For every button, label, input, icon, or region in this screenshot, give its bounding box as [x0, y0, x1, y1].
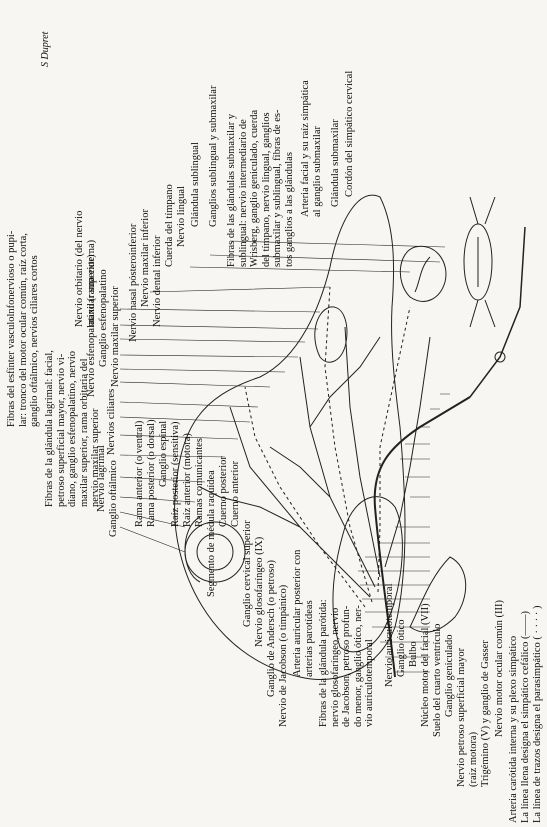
legend-solid: La línea llena designa el simpático cefá…: [520, 611, 532, 823]
label-raiz-anterior: Raíz anterior (motora): [182, 433, 194, 527]
label-rama-posterior: Rama posterior (o dorsal): [146, 419, 158, 527]
label-fibras-esfinter: Fibras del esfínter vasculolnfonervioso …: [6, 231, 41, 427]
label-nervio-lingual: Nervio lingual: [176, 186, 188, 247]
label-glandula-sublingual: Glándula sublingual: [190, 142, 202, 227]
label-ganglios-sublingual: Ganglios sublingual y submaxilar: [208, 86, 220, 227]
label-petroso-mayor: Nervio petroso superficial mayor (raíz m…: [456, 648, 479, 787]
legend-dashed: La línea de trazos designa el parasimpát…: [532, 606, 544, 824]
label-nervios-ciliares: Nervios ciliares: [106, 389, 118, 455]
label-ramas-comunicantes: Ramas comunicantes: [194, 438, 206, 527]
label-segmento-medula: Segmento de médula raquídea: [206, 470, 218, 597]
label-trigemino: Trigémino (V) y ganglio de Gasser: [480, 640, 492, 787]
parotid-gland: [410, 557, 466, 632]
label-fibras-submaxilar: Fibras de las glándulas submaxilar y sub…: [226, 110, 295, 267]
sublingual-gland: [315, 307, 347, 362]
label-ganglio-geniculado: Ganglio geniculado: [444, 634, 456, 717]
label-jacobson: Nervio de Jacobson (o timpánico): [278, 585, 290, 727]
label-ganglio-esfenopalatino: Ganglio esfenopalatino: [98, 269, 110, 367]
label-arteria-carotida: Arteria carótida interna y su plexo simp…: [508, 636, 520, 823]
label-cordon-simpatico: Cordón del simpático cervical: [344, 71, 356, 197]
label-glosofaringeo: Nervio glosofaríngeo (IX): [254, 537, 266, 647]
label-cuerno-posterior: Cuerno posterior: [218, 456, 230, 527]
label-nucleo-facial: Núcleo motor del facial (VII): [420, 603, 432, 727]
label-rama-anterior: Rama anterior (o ventral): [134, 421, 146, 527]
label-cuerda-timpano: Cuerda del tímpano: [164, 184, 176, 267]
label-nervio-maxilar-inferior: Nervio maxilar inferior: [140, 209, 152, 307]
label-arteria-facial: Arteria facial y su raíz simpática al ga…: [300, 80, 323, 217]
label-glandula-submaxilar: Glándula submaxilar: [330, 119, 342, 207]
label-nervio-dental: Nervio dental inferior: [152, 235, 164, 327]
label-nervio-esfenopalatino: Nervio esfenopalatino (rama externa): [86, 240, 98, 397]
label-raiz-posterior: Raíz posterior (sensitiva): [170, 421, 182, 527]
label-cervical-superior: Ganglio cervical superior: [242, 520, 254, 627]
submaxillary-gland: [400, 246, 446, 301]
label-nervio-nasal: Nervio nasal pósteroinferior: [128, 224, 140, 342]
label-arteria-auricular: Arteria auricular posterior con arterias…: [292, 550, 315, 677]
label-fibras-parotida: Fibras de la glándula parótida: nervio g…: [318, 599, 376, 727]
label-nervio-maxilar-superior: Nervio maxilar superior: [110, 286, 122, 387]
artist-signature: S Dupret: [40, 32, 51, 67]
label-cuerno-anterior: Cuerno anterior: [230, 461, 242, 527]
label-auriculotemporal: Nervio auriculotemporal: [384, 583, 396, 687]
label-motor-ocular: Nervio motor ocular común (III): [494, 600, 506, 737]
label-andersch: Ganglio de Andersch (o petroso): [266, 560, 278, 697]
label-ganglio-oftalmico: Ganglio oftálmico: [108, 460, 120, 537]
label-ganglio-otico: Ganglio ótico: [396, 620, 408, 677]
label-bulbo: Bulbo: [408, 641, 420, 667]
label-suelo-ventriculo: Suelo del cuarto ventrículo: [432, 624, 444, 737]
label-ganglio-espinal: Ganglio espinal: [158, 421, 170, 487]
